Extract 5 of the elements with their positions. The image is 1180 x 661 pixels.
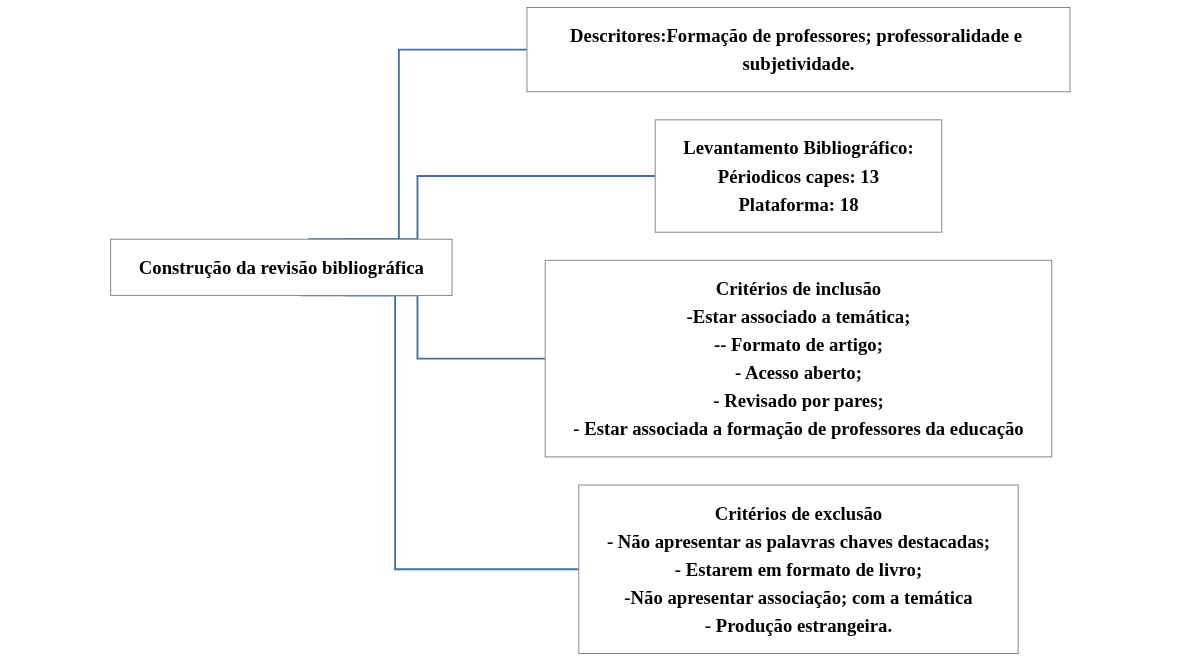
node-box: Critérios de inclusão -Estar associado a temática; -- Formato de artigo; - Acesso aberto; - Revisado por pares; - Estar associada a formação de professores da educação xyxy=(544,259,1052,458)
node-box: Construção da revisão bibliográfica xyxy=(109,238,453,296)
node-box: Levantamento Bibliográfico: Périodicos capes: 13 Plataforma: 18 xyxy=(654,119,942,233)
node-box: Descritores:Formação de professores; professoralidade e subjetividade. xyxy=(526,7,1071,93)
node-box: Critérios de exclusão - Não apresentar as palavras chaves destacadas; - Estarem em formato de livro; -Não apresentar associação; com a temática - Produção estrangeira. xyxy=(578,484,1019,654)
